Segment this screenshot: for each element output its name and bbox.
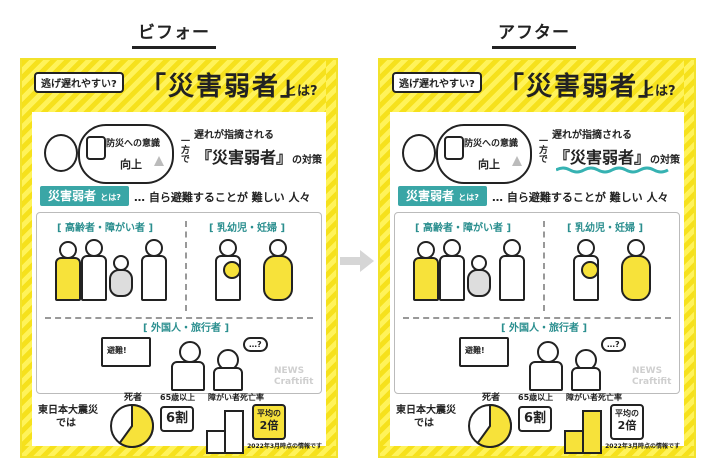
traveler-body bbox=[571, 367, 601, 391]
group-foreign-label: [ 外国人・旅行者 ] bbox=[501, 323, 588, 334]
after-label: アフター bbox=[492, 18, 576, 49]
question-tag: 逃げ遅れやすい? bbox=[34, 72, 124, 93]
baby-icon bbox=[581, 261, 599, 279]
person-body bbox=[439, 255, 465, 301]
group-infant-label: [ 乳幼児・妊婦 ] bbox=[209, 223, 286, 234]
elderly-woman-body bbox=[141, 255, 167, 301]
measures-text: 『災害弱者』の対策 bbox=[196, 148, 323, 167]
elderly-woman-body bbox=[499, 255, 525, 301]
six-tenths-badge: 6割 bbox=[160, 406, 194, 432]
traveler-body bbox=[213, 367, 243, 391]
date-note: 2022年3月時点の情報です bbox=[605, 443, 680, 450]
bubble-text: 防災への意識 bbox=[106, 139, 161, 149]
deaths-pie-chart bbox=[110, 403, 154, 448]
pregnant-body bbox=[621, 255, 651, 301]
up-arrow-icon bbox=[154, 156, 164, 166]
one-side-text: 一方で bbox=[537, 136, 547, 163]
emergency-bag-icon bbox=[86, 136, 106, 160]
group-elderly-label: [ 高齢者・障がい者 ] bbox=[57, 223, 154, 234]
thought-bubble: 防災への意識 向上 bbox=[78, 124, 174, 184]
delay-text: 遅れが指摘される bbox=[194, 130, 274, 141]
age-label: 65歳以上 bbox=[160, 393, 196, 402]
elderly-body bbox=[55, 257, 81, 301]
baby-icon bbox=[223, 261, 241, 279]
bar-label: 障がい者死亡率 bbox=[208, 393, 264, 402]
emergency-bag-icon bbox=[444, 136, 464, 160]
tohoku-label: 東日本大震災では bbox=[38, 405, 98, 429]
arrow-right-icon bbox=[340, 250, 374, 272]
definition-text: … 自ら避難することが 難しい 人々 bbox=[134, 191, 311, 204]
up-arrow-icon bbox=[512, 156, 522, 166]
bar-label: 障がい者死亡率 bbox=[566, 393, 622, 402]
after-panel: 逃げ遅れやすい? 「災害弱者」 とは? 防災への意識 向上 一方で 遅れが指摘さ… bbox=[378, 58, 696, 458]
speech-bubble: …? bbox=[601, 337, 626, 352]
wavy-underline bbox=[556, 166, 669, 174]
evacuation-sign: 避難! bbox=[101, 337, 151, 367]
definition-text: … 自ら避難することが 難しい 人々 bbox=[492, 191, 669, 204]
foreigner-body bbox=[529, 361, 563, 391]
deaths-pie-chart bbox=[468, 403, 512, 448]
pie-slice-65-plus bbox=[476, 403, 512, 448]
pie-label: 死者 bbox=[124, 393, 143, 403]
title-suffix: とは? bbox=[284, 84, 318, 99]
bubble-text: 防災への意識 bbox=[464, 139, 519, 149]
before-panel: 逃げ遅れやすい? 「災害弱者」 とは? 防災への意識 向上 一方で 遅れが指摘さ… bbox=[20, 58, 338, 458]
sign-text: 避難! bbox=[107, 346, 127, 355]
definition-tag: 災害弱者 とは? bbox=[40, 186, 129, 206]
bar-disabled bbox=[224, 410, 244, 454]
date-note: 2022年3月時点の情報です bbox=[247, 443, 322, 450]
speech-bubble: …? bbox=[243, 337, 268, 352]
bar-average bbox=[564, 430, 584, 454]
page-title: 「災害弱者」 bbox=[140, 72, 309, 102]
before-label: ビフォー bbox=[132, 18, 216, 49]
foreigner-icon bbox=[537, 341, 559, 363]
person-body bbox=[81, 255, 107, 301]
person-face-icon bbox=[402, 134, 436, 172]
one-side-text: 一方で bbox=[179, 136, 189, 163]
sign-text: 避難! bbox=[465, 346, 485, 355]
bubble-text-up: 向上 bbox=[478, 158, 500, 171]
delay-text: 遅れが指摘される bbox=[552, 130, 632, 141]
question-tag: 逃げ遅れやすい? bbox=[392, 72, 482, 93]
foreigner-body bbox=[171, 361, 205, 391]
age-label: 65歳以上 bbox=[518, 393, 554, 402]
six-tenths-badge: 6割 bbox=[518, 406, 552, 432]
foreigner-icon bbox=[179, 341, 201, 363]
bar-disabled bbox=[582, 410, 602, 454]
pie-slice-65-plus bbox=[118, 403, 154, 448]
person-face-icon bbox=[44, 134, 78, 172]
definition-tag: 災害弱者 とは? bbox=[398, 186, 487, 206]
pie-label: 死者 bbox=[482, 393, 501, 403]
group-infant-label: [ 乳幼児・妊婦 ] bbox=[567, 223, 644, 234]
evacuation-sign: 避難! bbox=[459, 337, 509, 367]
pregnant-body bbox=[263, 255, 293, 301]
page-title: 「災害弱者」 bbox=[498, 72, 667, 102]
groups-box: [ 高齢者・障がい者 ] [ 乳幼児・妊婦 ] [ 外国人・旅行者 ] 避難! … bbox=[394, 212, 680, 394]
thought-bubble: 防災への意識 向上 bbox=[436, 124, 532, 184]
bar-average bbox=[206, 430, 226, 454]
wheelchair bbox=[109, 269, 133, 297]
title-suffix: とは? bbox=[642, 84, 676, 99]
group-elderly-label: [ 高齢者・障がい者 ] bbox=[415, 223, 512, 234]
groups-box: [ 高齢者・障がい者 ] [ 乳幼児・妊婦 ] [ 外国人・旅行者 ] 避難! … bbox=[36, 212, 322, 394]
measures-text: 『災害弱者』の対策 bbox=[554, 148, 681, 167]
group-foreign-label: [ 外国人・旅行者 ] bbox=[143, 323, 230, 334]
bubble-text-up: 向上 bbox=[120, 158, 142, 171]
wheelchair bbox=[467, 269, 491, 297]
tohoku-label: 東日本大震災では bbox=[396, 405, 456, 429]
elderly-body bbox=[413, 257, 439, 301]
